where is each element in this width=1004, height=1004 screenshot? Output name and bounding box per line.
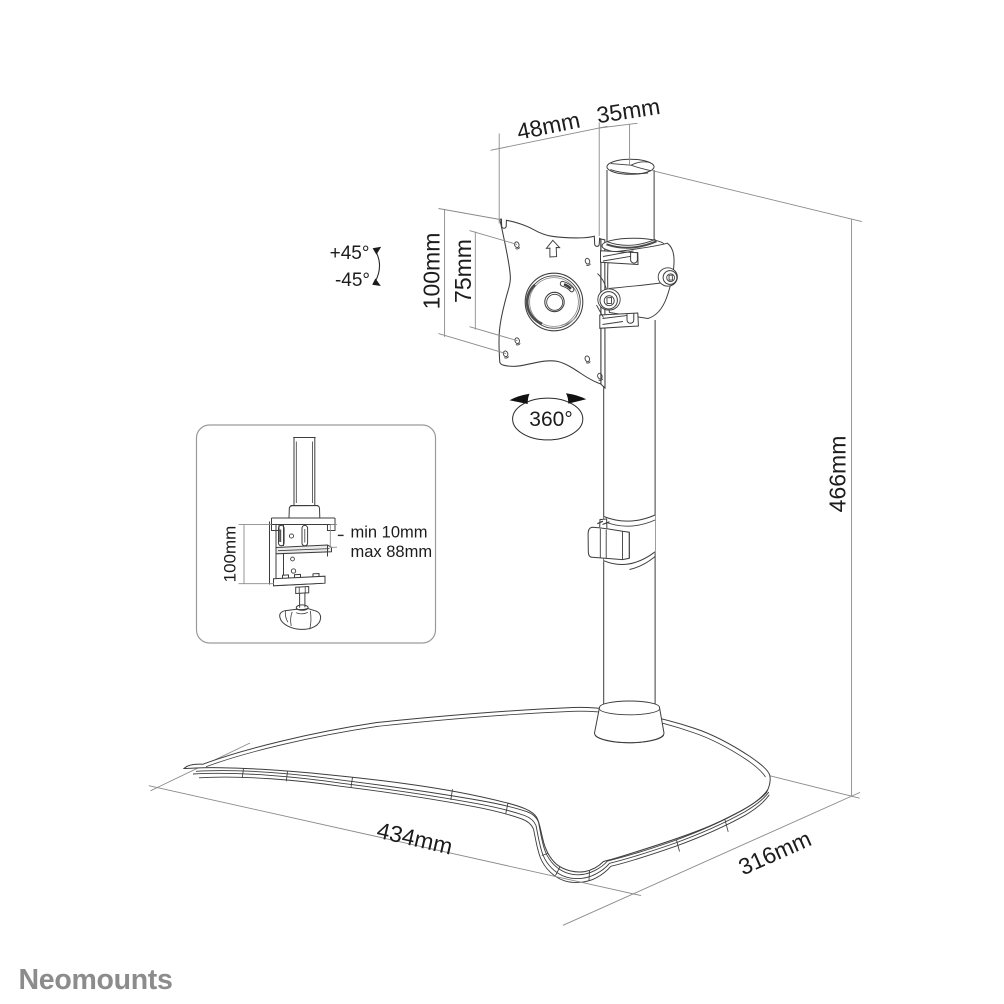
label-100mm: 100mm xyxy=(419,233,445,310)
label-35mm: 35mm xyxy=(595,93,662,128)
pole-clamp xyxy=(596,237,678,329)
base-collar xyxy=(593,700,665,744)
swivel-ellipse xyxy=(512,397,584,441)
vesa-plate xyxy=(498,218,606,390)
tilt-indicator xyxy=(372,246,382,286)
base-collar-body xyxy=(593,700,665,744)
pole xyxy=(603,158,656,706)
dim-line-316mm xyxy=(562,791,861,926)
vesa-holes xyxy=(502,241,604,381)
label-tilt-up: +45° xyxy=(330,243,370,264)
swivel-arrowhead-left-icon xyxy=(509,393,530,404)
pole-top-cap xyxy=(606,158,655,175)
tilt-arc-arrow-icon xyxy=(375,252,381,281)
pole-upper-edges xyxy=(606,170,655,246)
vesa-rotation-ring xyxy=(524,272,584,332)
inset-box xyxy=(195,424,437,644)
dim-line-35mm xyxy=(599,122,638,129)
cable-clip-body xyxy=(587,526,630,561)
label-434mm: 434mm xyxy=(375,817,456,860)
label-tilt-down: -45° xyxy=(335,270,370,291)
dim-line-48mm xyxy=(490,125,608,151)
base-plate xyxy=(182,706,771,883)
brand-logo: Neomounts xyxy=(19,964,173,996)
swivel-indicator xyxy=(509,393,587,441)
inset-label-max: max 88mm xyxy=(351,543,433,561)
label-360: 360° xyxy=(529,408,572,431)
ext-line-height-top xyxy=(652,170,862,223)
inset-label-min: min 10mm xyxy=(351,524,428,542)
label-48mm: 48mm xyxy=(515,107,583,145)
dim-line-434mm xyxy=(148,785,642,897)
clamp-knob-left xyxy=(599,291,618,310)
base-back-lip-line xyxy=(205,710,766,778)
label-75mm: 75mm xyxy=(450,239,476,303)
clamp-inset: 100mm min 10mm max 88mm xyxy=(195,424,437,644)
inset-label-100mm: 100mm xyxy=(221,526,240,583)
base-outline xyxy=(182,706,771,873)
vesa-plate-face xyxy=(498,218,602,385)
dimension-lines xyxy=(148,122,862,926)
vesa-center-hole xyxy=(544,291,565,313)
swivel-arrowhead-right-icon xyxy=(566,393,587,404)
inset-dimensions xyxy=(238,523,344,585)
label-316mm: 316mm xyxy=(734,825,815,880)
label-466mm: 466mm xyxy=(825,436,851,513)
cable-clip xyxy=(587,514,656,570)
up-arrow-icon xyxy=(545,239,561,258)
